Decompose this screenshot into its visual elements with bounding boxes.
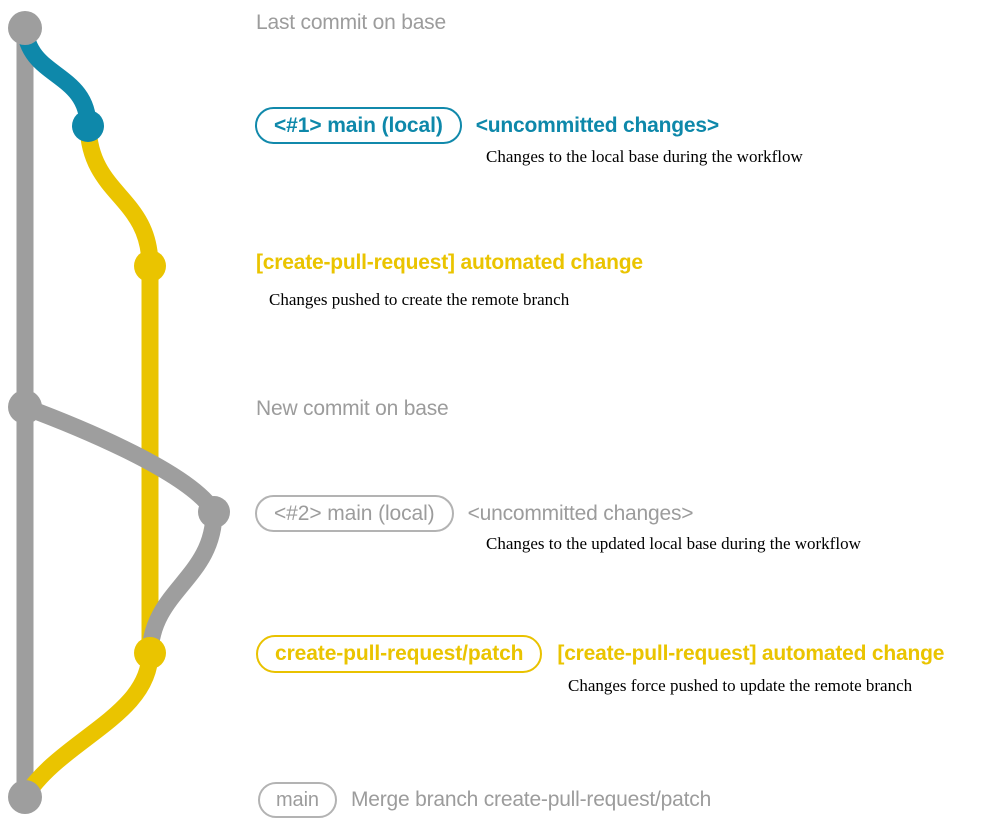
annotation-new-commit: New commit on base [256,397,449,420]
graph-edge-merge [16,644,159,806]
commit-node-local-1 [72,110,104,142]
new-commit-label: New commit on base [256,397,449,420]
patch-description: Changes force pushed to update the remot… [568,676,913,695]
annotation-patch-branch: create-pull-request/patch [create-pull-r… [256,635,944,673]
branch-badge-main[interactable]: main [258,782,337,818]
annotation-local-commit-1: <#1> main (local) <uncommitted changes> [255,107,719,144]
patch-headline: [create-pull-request] automated change [557,642,945,665]
automated-1-headline: [create-pull-request] automated change [256,251,643,274]
local-1-headline: <uncommitted changes> [475,114,719,137]
commit-node-patch-2 [134,637,166,669]
annotation-automated-change-1: [create-pull-request] automated change [256,252,643,273]
local-2-headline: <uncommitted changes> [467,502,694,525]
automated-1-description: Changes pushed to create the remote bran… [269,290,570,309]
annotation-last-commit: Last commit on base [256,12,446,33]
commit-node-base-head [8,11,42,45]
graph-edge-local-2 [16,398,223,521]
annotation-merge-commit: main Merge branch create-pull-request/pa… [258,782,711,818]
annotation-local-commit-2: <#2> main (local) <uncommitted changes> [255,495,694,532]
branch-badge-local-1[interactable]: <#1> main (local) [255,107,462,144]
branch-badge-create-pull-request-patch[interactable]: create-pull-request/patch [256,635,543,673]
commit-node-merge [8,780,42,814]
last-commit-label: Last commit on base [256,11,446,34]
merge-headline: Merge branch create-pull-request/patch [350,788,712,811]
commit-node-local-2 [198,496,230,528]
graph-edge-local-1 [16,19,97,135]
branch-badge-local-2[interactable]: <#2> main (local) [255,495,454,532]
local-2-description: Changes to the updated local base during… [486,534,861,553]
graph-edge-local-2-to-patch [141,503,223,662]
local-1-description: Changes to the local base during the wor… [486,147,803,166]
commit-node-patch-1 [134,250,166,282]
commit-node-base-new [8,390,42,424]
graph-edge-patch-1 [79,117,159,662]
